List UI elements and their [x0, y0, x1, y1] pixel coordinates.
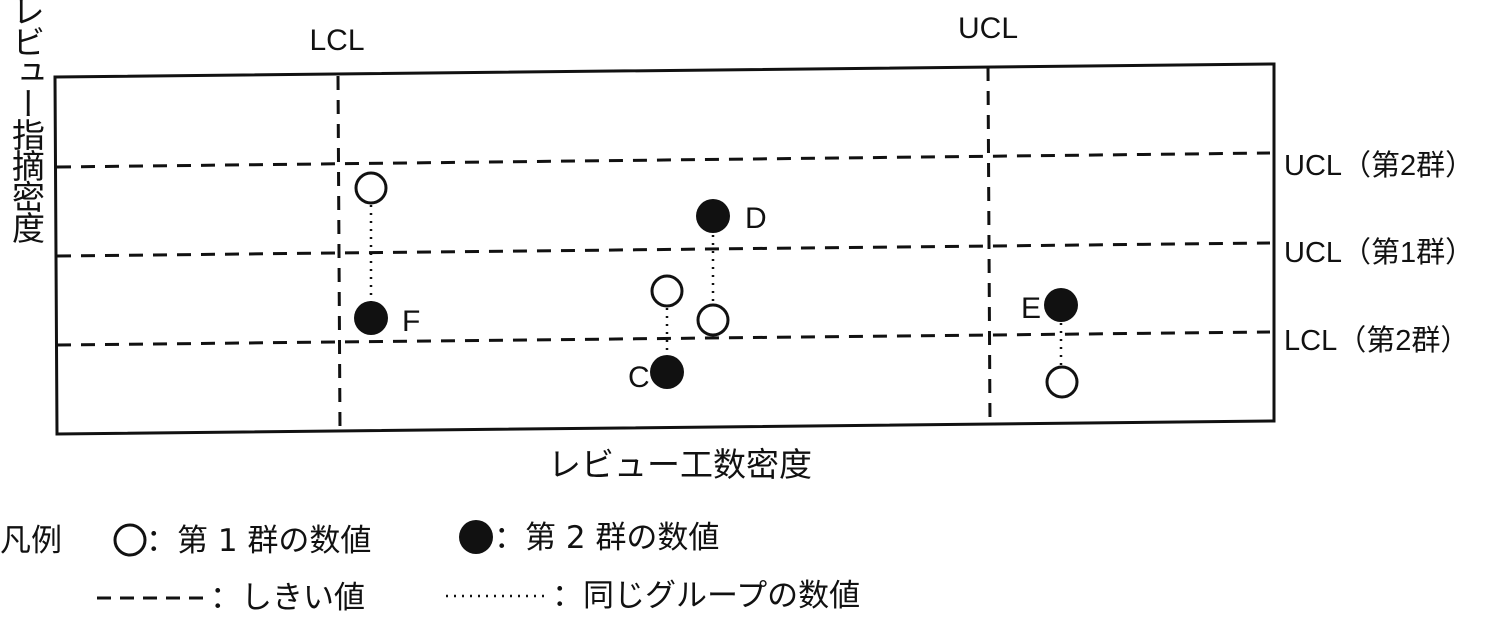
- point-c-group2: [650, 355, 684, 389]
- vertical-threshold-ucl: [986, 66, 992, 425]
- y-axis-label: レビュー指摘密度: [7, 0, 46, 244]
- legend-open-circle-icon: [113, 523, 147, 557]
- label-c: C: [628, 361, 650, 394]
- point-e-group1: [1045, 365, 1079, 399]
- horizontal-threshold-ucl-group2: [56, 151, 1271, 169]
- label-lcl-vertical: LCL: [309, 24, 364, 57]
- label-lcl-group2: LCL（第2群）: [1284, 324, 1469, 357]
- x-axis-label: レビュー工数密度: [548, 445, 812, 484]
- horizontal-threshold-lcl-group2: [56, 330, 1271, 347]
- label-e: E: [1021, 292, 1041, 325]
- label-d: D: [745, 202, 767, 235]
- legend: 凡例 ：第 1 群の数値 ：第 2 群の数値 ：しきい値 ：同じグループの数値: [0, 520, 860, 616]
- legend-dotted-label: ：同じグループの数値: [552, 578, 860, 614]
- label-f: F: [402, 305, 420, 338]
- point-e-group2: [1044, 288, 1078, 322]
- vertical-threshold-lcl: [336, 75, 342, 432]
- point-c-group1: [650, 274, 684, 308]
- point-d-group2: [696, 199, 730, 233]
- legend-filled-circle-icon: [459, 520, 493, 554]
- plot-frame: [53, 62, 1276, 436]
- label-ucl-group2: UCL（第2群）: [1284, 149, 1474, 182]
- label-ucl-group1: UCL（第1群）: [1284, 236, 1474, 269]
- point-d-group1: [696, 303, 730, 337]
- point-f-group2: [354, 301, 388, 335]
- horizontal-threshold-ucl-group1: [56, 241, 1271, 258]
- legend-title: 凡例: [0, 523, 62, 559]
- label-ucl-vertical: UCL: [958, 12, 1018, 45]
- legend-filled-circle-label: ：第 2 群の数値: [494, 520, 719, 556]
- point-f-group1: [354, 171, 388, 205]
- legend-open-circle-label: ：第 1 群の数値: [146, 523, 371, 559]
- legend-dashed-label: ：しきい値: [210, 580, 365, 616]
